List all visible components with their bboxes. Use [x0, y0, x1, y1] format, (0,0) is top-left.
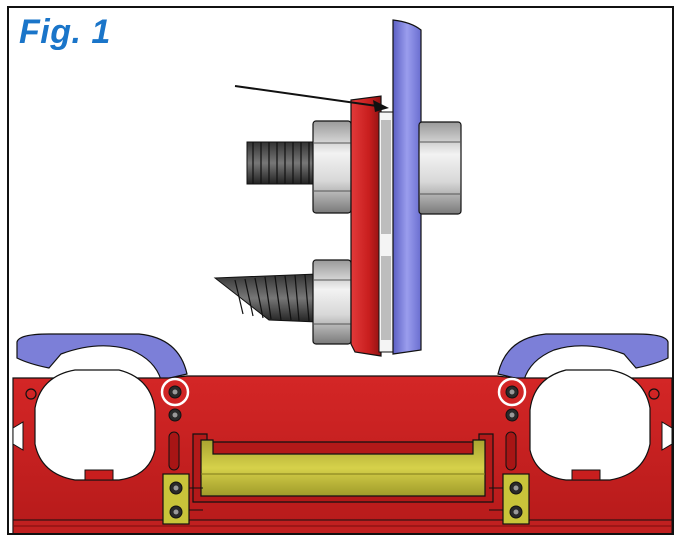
right-upper-bolts: [505, 385, 519, 422]
bolt-detail: [213, 19, 462, 357]
right-nut: [418, 121, 462, 215]
highlight-circle-icon: [497, 377, 527, 407]
lower-bolt-thread: [213, 273, 318, 323]
spacer-washer: [378, 111, 394, 353]
figure-frame: Fig. 1: [7, 6, 674, 535]
highlight-circle-icon: [160, 377, 190, 407]
base-assembly: [12, 333, 672, 533]
leader-arrow-icon: [234, 85, 389, 112]
red-plate: [350, 95, 382, 357]
right-blue-hook: [497, 333, 669, 381]
left-round-cutout: [25, 369, 156, 481]
right-clamp-block: [489, 473, 530, 525]
left-blue-hook: [16, 333, 188, 381]
left-clamp-block: [162, 473, 203, 525]
upper-bolt-thread: [246, 141, 320, 185]
upper-left-nut: [312, 120, 352, 214]
lower-left-nut: [312, 259, 352, 345]
olive-bar: [200, 439, 486, 497]
figure-label: Fig. 1: [19, 13, 111, 51]
right-round-cutout: [529, 369, 660, 481]
left-slot: [168, 431, 180, 471]
right-slot: [505, 431, 517, 471]
left-upper-bolts: [168, 385, 182, 422]
assembly-drawing: [12, 19, 672, 533]
blue-plate: [392, 19, 422, 355]
edge-notches: [12, 421, 672, 451]
